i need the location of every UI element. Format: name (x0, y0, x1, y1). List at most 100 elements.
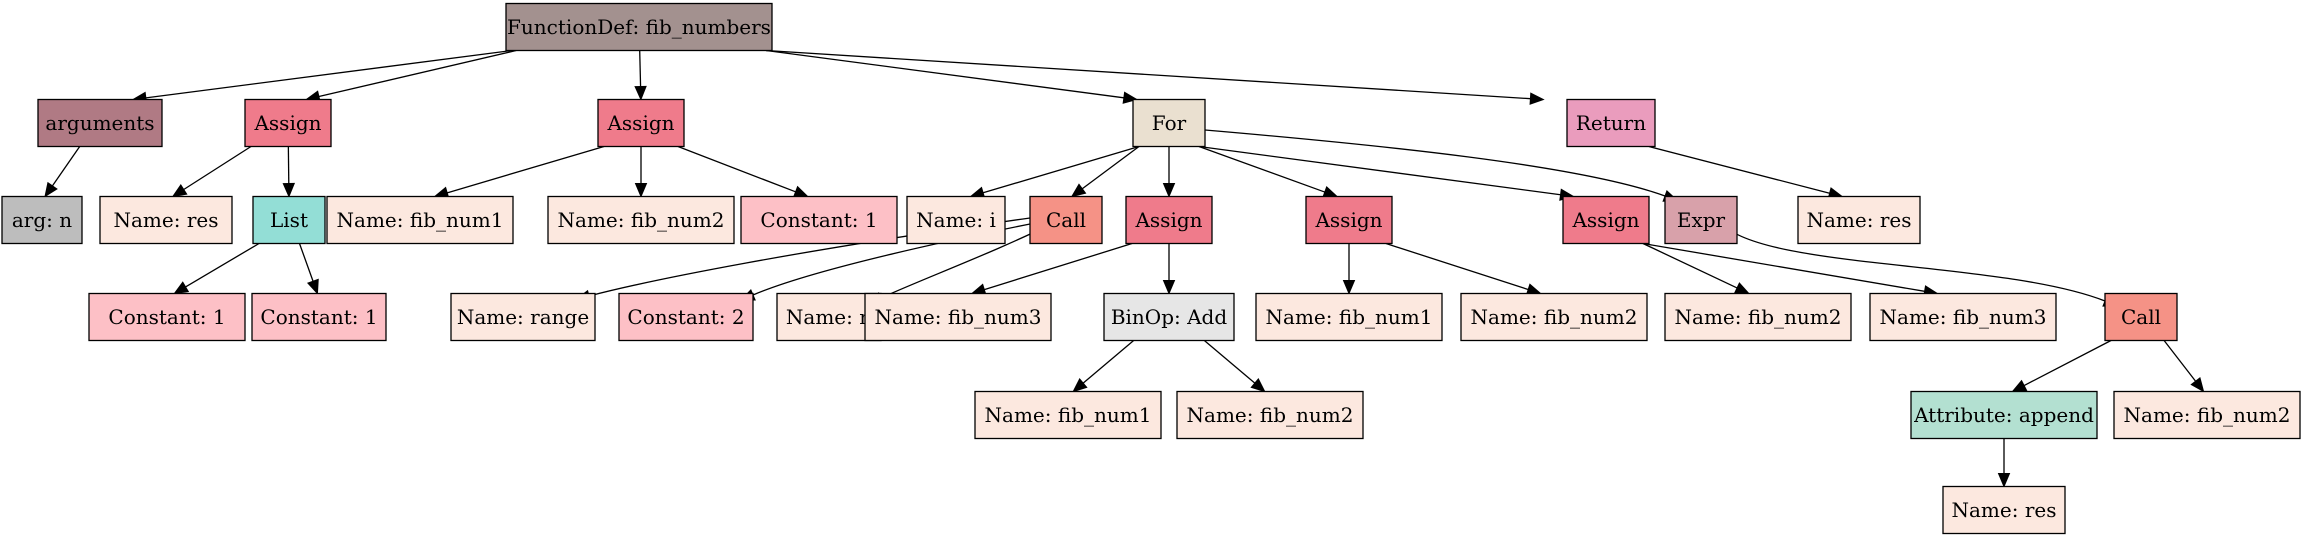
edge-n_assign4-to-n_name_fib2c (1385, 242, 1542, 296)
edge-line (1642, 242, 1738, 289)
arrowhead (44, 181, 58, 198)
node-name-fib2d: Name: fib_num2 (1664, 292, 1852, 342)
arrowhead (282, 182, 296, 198)
node-label: Constant: 2 (627, 305, 744, 329)
node-box (547, 195, 735, 245)
node-label: Assign (1314, 208, 1382, 232)
edge-line (1198, 145, 1561, 196)
edge-n_list-to-n_const1b (298, 243, 319, 295)
edge-line (1203, 340, 1256, 384)
node-label: Return (1576, 111, 1646, 135)
node-box (1176, 390, 1364, 440)
edge-n_for-to-n_assign3 (1162, 146, 1176, 198)
node-label: Assign (1134, 208, 1202, 232)
edge-n_assign3-to-n_binop (1162, 243, 1176, 295)
node-call-range: Call (1029, 195, 1103, 245)
arrowhead (2011, 379, 2028, 393)
node-box (1797, 195, 1921, 245)
edge-n_binop-to-n_name_fib2b (1203, 340, 1266, 393)
node-return: Return (1566, 98, 1656, 148)
edge-n_assign1-to-n_name_res1 (171, 145, 252, 198)
node-assign2: Assign (597, 98, 685, 148)
node-name-fib3b: Name: fib_num3 (1869, 292, 2057, 342)
node-name-res3: Name: res (1797, 195, 1921, 245)
node-label: Assign (253, 111, 321, 135)
node-list: List (252, 195, 326, 245)
arrowhead (1072, 378, 1088, 393)
node-name-fib2b: Name: fib_num2 (1176, 390, 1364, 440)
node-label: Name: fib_num1 (1266, 305, 1433, 329)
node-label: arguments (45, 111, 154, 135)
node-box (1, 195, 83, 245)
node-label: Name: res (1952, 498, 2057, 522)
edge-n_assign2-to-n_const1c (677, 145, 809, 198)
edge-line (298, 243, 314, 282)
edge-line (1082, 340, 1135, 384)
node-box (450, 292, 596, 342)
edge-line (765, 49, 1124, 99)
edge-n_for-to-n_assign4 (1198, 145, 1339, 198)
edge-n_funcdef-to-n_assign1 (305, 49, 517, 103)
node-binop: BinOp: Add (1103, 292, 1235, 342)
edge-line (982, 145, 1140, 194)
node-label: Name: fib_num2 (558, 208, 725, 232)
edge-line (447, 145, 605, 194)
node-label: Name: fib_num2 (2124, 403, 2291, 427)
edge-n_for-to-n_name_i (969, 145, 1140, 199)
edge-line (2023, 339, 2112, 387)
node-label: Constant: 1 (260, 305, 377, 329)
node-label: Name: fib_num2 (1675, 305, 1842, 329)
node-box (1942, 485, 2066, 535)
edge-line (1204, 129, 1666, 197)
node-box (1255, 292, 1443, 342)
edges-layer (44, 49, 2205, 488)
node-label: Assign (606, 111, 674, 135)
arrowhead (1162, 183, 1176, 198)
edge-n_return-to-n_name_res3 (1648, 145, 1844, 200)
arrowhead (1250, 378, 1266, 393)
node-box (1132, 98, 1206, 148)
arrowhead (1529, 92, 1545, 105)
node-box (1869, 292, 2057, 342)
edge-n_assign2-to-n_name_fib1a (433, 145, 605, 199)
edge-n_call_append-to-n_attr_append (2011, 339, 2112, 393)
edge-n_funcdef-to-n_assign2 (634, 50, 647, 101)
edge-n_for-to-n_call_range (1070, 145, 1140, 198)
node-box (1460, 292, 1648, 342)
node-box (99, 195, 233, 245)
node-label: FunctionDef: fib_numbers (507, 15, 771, 39)
node-label: Call (1046, 208, 1086, 232)
edge-line (639, 50, 642, 87)
node-label: Name: fib_num3 (875, 305, 1042, 329)
node-name-fib1b: Name: fib_num1 (974, 390, 1162, 440)
edge-n_assign5-to-n_name_fib2d (1642, 242, 1750, 295)
node-box (1029, 195, 1103, 245)
arrowhead (1733, 282, 1750, 295)
edge-n_list-to-n_const1a (173, 242, 260, 295)
node-box (1125, 195, 1213, 245)
node-label: Name: res (114, 208, 219, 232)
edge-n_assign2-to-n_name_fib2a (634, 146, 648, 198)
node-assign3: Assign (1125, 195, 1213, 245)
edge-line (318, 49, 517, 98)
node-for: For (1132, 98, 1206, 148)
node-box (1103, 292, 1235, 342)
edge-line (1719, 221, 2106, 302)
edge-line (2163, 340, 2197, 382)
node-arg-n: arg: n (1, 195, 83, 245)
node-box (505, 2, 773, 52)
node-name-fib1c: Name: fib_num1 (1255, 292, 1443, 342)
node-box (740, 195, 898, 245)
node-name-fib2c: Name: fib_num2 (1460, 292, 1648, 342)
arrowhead (792, 185, 809, 198)
node-arguments: arguments (37, 98, 163, 148)
arrowhead (2190, 376, 2205, 393)
node-label: arg: n (12, 208, 72, 232)
node-name-range: Name: range (450, 292, 596, 342)
node-box (1664, 195, 1738, 245)
node-name-fib2a: Name: fib_num2 (547, 195, 735, 245)
node-box (1305, 195, 1393, 245)
arrowhead (1070, 183, 1087, 198)
